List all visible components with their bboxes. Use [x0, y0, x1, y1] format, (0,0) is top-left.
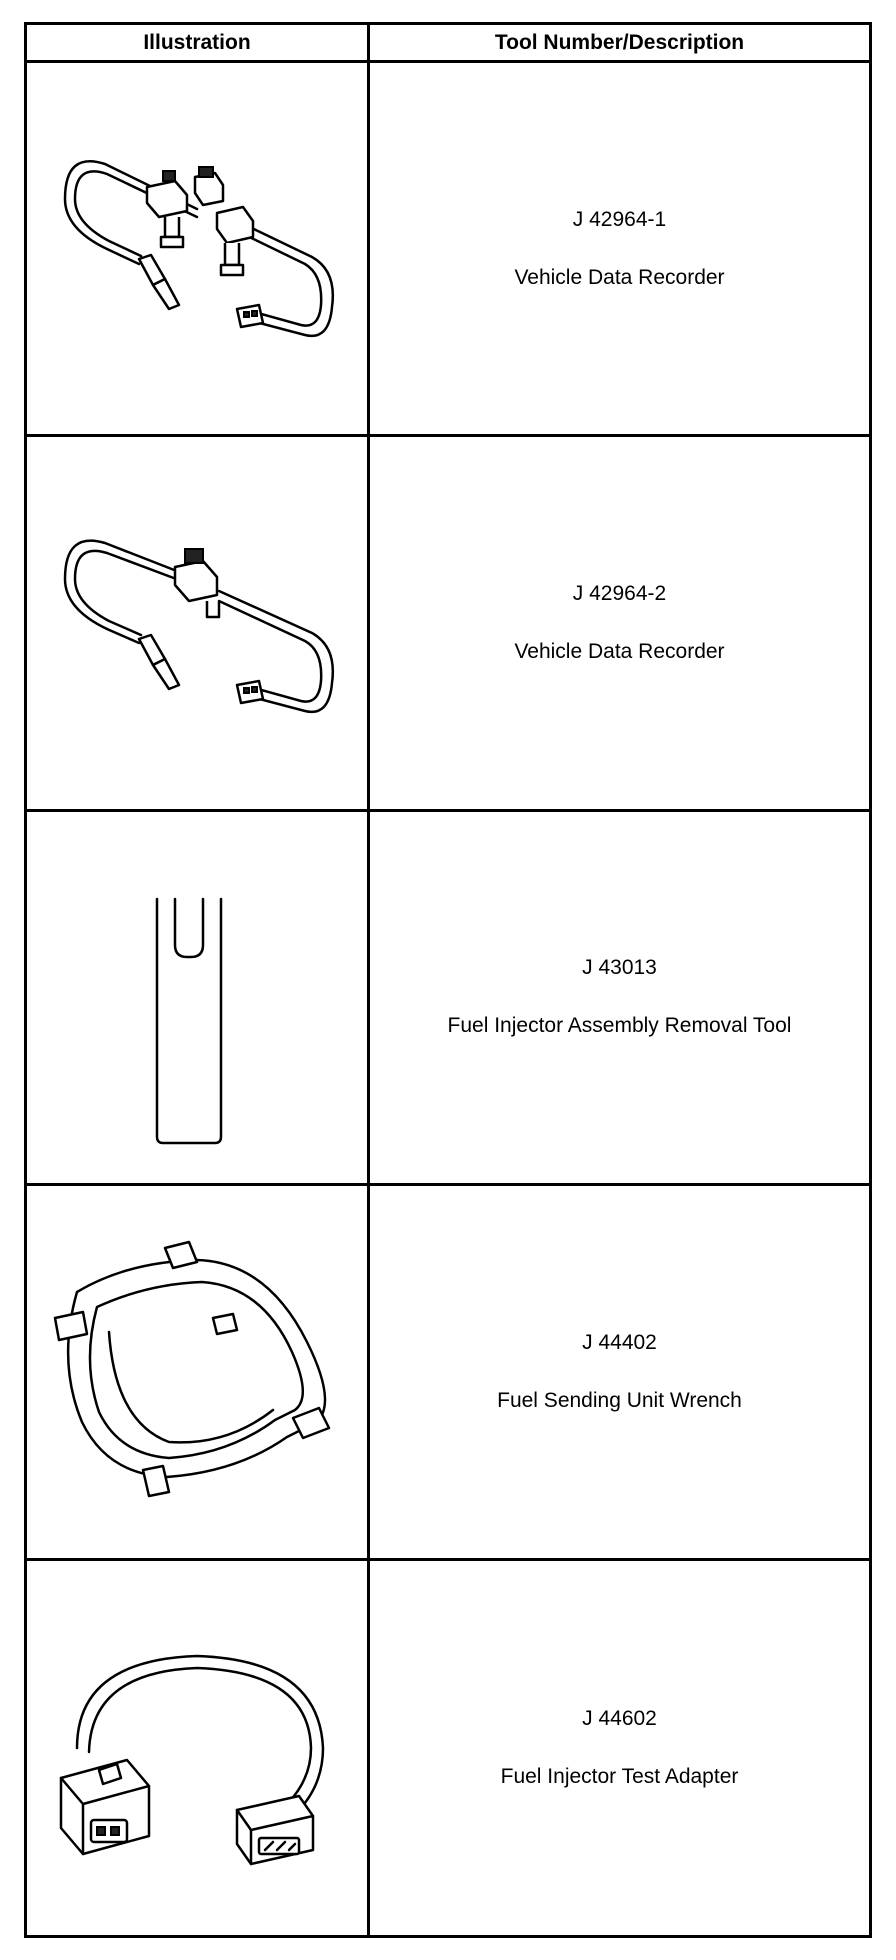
illustration-cell-3: [27, 811, 370, 1187]
data-recorder-harness-single-icon: [63, 539, 335, 714]
tool-number: J 44402: [582, 1330, 657, 1354]
tool-number: J 44602: [582, 1706, 657, 1730]
tool-table: Illustration Tool Number/Description: [24, 22, 872, 1938]
header-illustration: Illustration: [27, 25, 370, 63]
tool-description: Vehicle Data Recorder: [514, 265, 725, 289]
illustration-cell-2: [27, 437, 370, 812]
description-cell-2: J 42964-2 Vehicle Data Recorder: [370, 437, 869, 812]
description-cell-1: J 42964-1 Vehicle Data Recorder: [370, 63, 869, 438]
tool-number: J 42964-1: [572, 207, 667, 231]
data-recorder-harness-dual-icon: [63, 159, 335, 337]
sending-unit-wrench-icon: [53, 1240, 331, 1498]
tool-description: Vehicle Data Recorder: [514, 640, 725, 664]
injector-removal-fork-icon: [155, 898, 223, 1145]
description-cell-4: J 44402 Fuel Sending Unit Wrench: [370, 1186, 869, 1561]
illustration-cell-5: [27, 1560, 370, 1935]
illustration-cell-4: [27, 1186, 370, 1561]
tool-number: J 43013: [582, 956, 657, 980]
description-cell-3: J 43013 Fuel Injector Assembly Removal T…: [370, 812, 869, 1187]
tool-description: Fuel Injector Test Adapter: [500, 1764, 739, 1788]
illustration-cell-1: [27, 63, 370, 438]
description-cell-5: J 44602 Fuel Injector Test Adapter: [370, 1561, 869, 1935]
injector-test-adapter-icon: [59, 1654, 325, 1866]
header-tool-number-description: Tool Number/Description: [370, 25, 869, 63]
tool-description: Fuel Injector Assembly Removal Tool: [447, 1014, 792, 1038]
tool-number: J 42964-2: [572, 582, 667, 606]
tool-description: Fuel Sending Unit Wrench: [497, 1388, 742, 1412]
